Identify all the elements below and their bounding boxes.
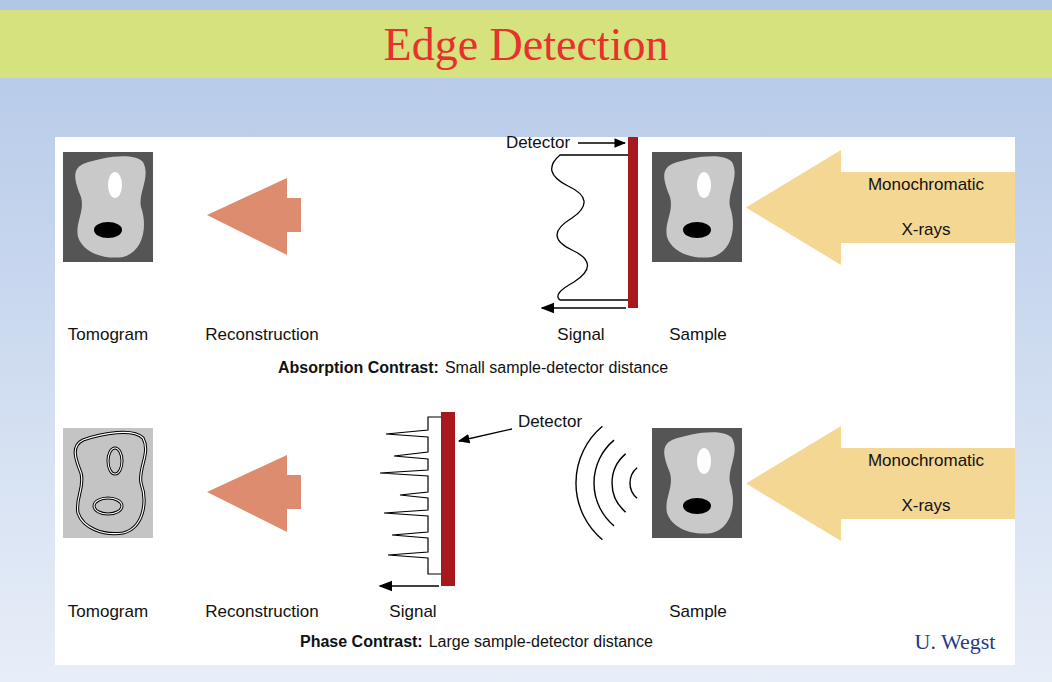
- part-label: Tomogram: [68, 602, 148, 622]
- arrow-shape: [746, 426, 1015, 541]
- part-label: Signal: [389, 602, 436, 622]
- author-credit: U. Wegst: [915, 629, 996, 654]
- contrast-type: Phase Contrast:: [300, 633, 423, 651]
- xray-arrow: MonochromaticX-rays: [746, 426, 1015, 541]
- part-label: Reconstruction: [205, 325, 318, 345]
- part-label: Detector: [506, 133, 570, 153]
- arrow-label: X-rays: [901, 496, 950, 516]
- part-label: Small sample-detector distance: [445, 359, 668, 377]
- part-label: Sample: [669, 602, 727, 622]
- part-label: Sample: [669, 325, 727, 345]
- arrow-label: Monochromatic: [868, 451, 984, 471]
- arrow-label: Monochromatic: [868, 175, 984, 195]
- contrast-type: Absorption Contrast:: [278, 359, 439, 377]
- arrow-shape: [746, 150, 1015, 265]
- part-label: Reconstruction: [205, 602, 318, 622]
- arrow-text-area: MonochromaticX-rays: [841, 448, 1011, 519]
- part-label: Tomogram: [68, 325, 148, 345]
- arrow-label: X-rays: [901, 220, 950, 240]
- title-band: Edge Detection: [0, 10, 1052, 78]
- part-label: Large sample-detector distance: [429, 633, 653, 651]
- xray-arrow: MonochromaticX-rays: [746, 150, 1015, 265]
- arrow-text-area: MonochromaticX-rays: [841, 172, 1011, 243]
- title-text: Edge Detection: [384, 18, 669, 71]
- part-label: Detector: [518, 412, 582, 432]
- part-label: Signal: [557, 325, 604, 345]
